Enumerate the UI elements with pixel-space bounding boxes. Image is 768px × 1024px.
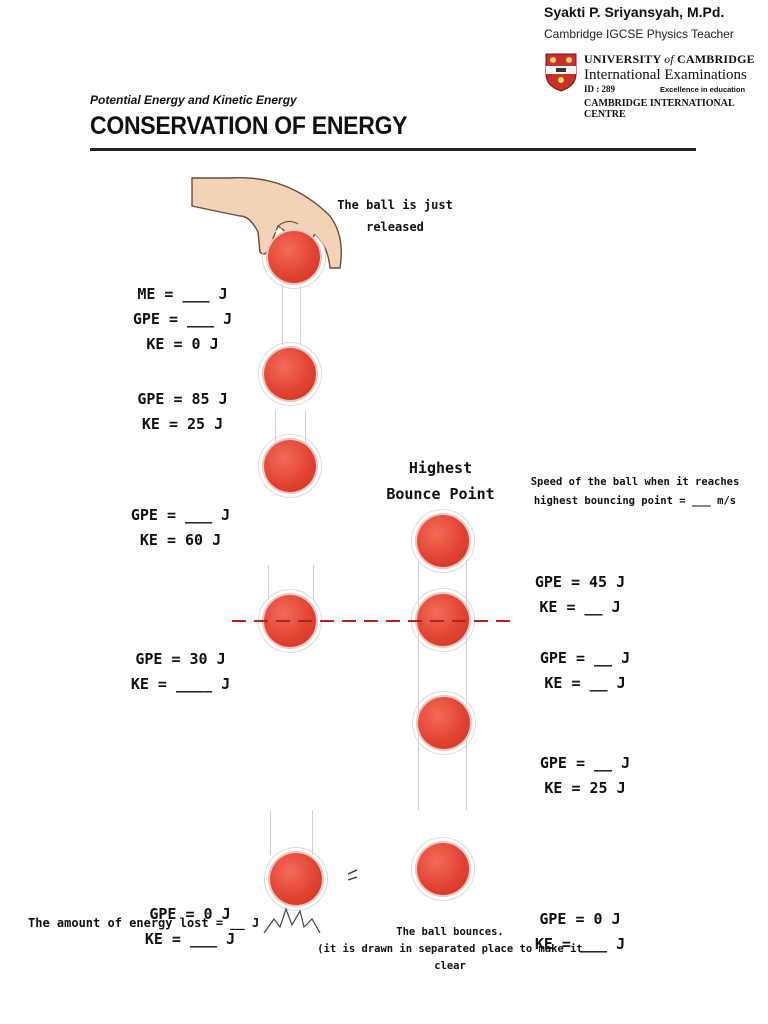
equal-height-dashed-line <box>232 620 514 622</box>
motion-trail <box>282 285 283 345</box>
bounce-note: The ball bounces.(it is drawn in separat… <box>317 926 583 972</box>
energy-lost-question: The amount of energy lost = __ J <box>28 916 260 930</box>
impact-burst-icon <box>263 907 321 934</box>
ball <box>411 837 475 901</box>
page-title: CONSERVATION OF ENERGY <box>90 112 408 140</box>
cambridge-crest-icon <box>545 53 577 92</box>
ball <box>258 342 322 406</box>
motion-trail <box>466 560 467 810</box>
ball <box>411 509 475 573</box>
motion-trail <box>268 565 269 600</box>
university-tagline: Excellence in education <box>660 85 746 94</box>
university-subtitle: International Examinations <box>584 67 747 83</box>
centre-name: CAMBRIDGE INTERNATIONAL CENTRE <box>584 98 735 120</box>
centre-id: ID : 289 <box>584 84 615 94</box>
bounce-mark-icon <box>347 869 358 881</box>
ball <box>258 434 322 498</box>
motion-trail <box>275 410 276 445</box>
motion-trail <box>305 410 306 445</box>
motion-trail <box>300 285 301 345</box>
motion-trail <box>312 810 313 855</box>
motion-trail <box>313 565 314 600</box>
ball <box>262 225 326 289</box>
page-subtitle: Potential Energy and Kinetic Energy <box>90 93 297 107</box>
university-name: UNIVERSITY of CAMBRIDGE <box>584 52 755 66</box>
title-divider <box>90 148 696 151</box>
author-name: Syakti P. Sriyansyah, M.Pd. <box>544 4 725 20</box>
author-role: Cambridge IGCSE Physics Teacher <box>544 27 734 41</box>
motion-trail <box>418 560 419 810</box>
motion-trail <box>270 810 271 855</box>
ball <box>264 847 328 911</box>
ball <box>412 691 476 755</box>
